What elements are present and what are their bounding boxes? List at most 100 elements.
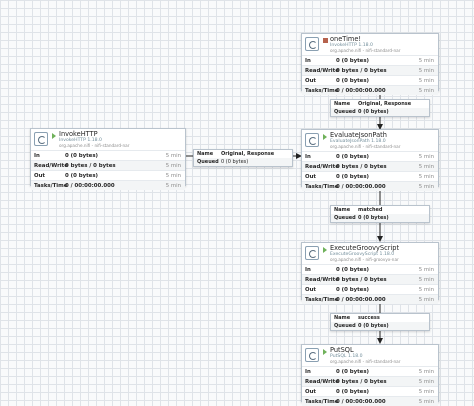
connection-queued: 0 (0 bytes) [358, 214, 389, 221]
stat-window: 5 min [418, 368, 434, 375]
stat-label: Tasks/Time [305, 183, 339, 190]
stat-value: 0 (0 bytes) [336, 173, 369, 180]
connection-name: matched [358, 206, 383, 213]
processor-header: InvokeHTTP InvokeHTTP 1.18.0 org.apache.… [31, 129, 185, 150]
stat-value: 0 (0 bytes) [336, 77, 369, 84]
stat-label: In [305, 368, 311, 375]
stat-window: 5 min [418, 87, 434, 94]
processor-onetime[interactable]: oneTime! InvokeHTTP 1.18.0 org.apache.ni… [301, 33, 439, 95]
running-state-icon [52, 133, 56, 139]
processor-icon [305, 348, 319, 362]
stat-window: 5 min [418, 183, 434, 190]
processor-bundle: org.apache.nifi - nifi-standard-nar [59, 143, 130, 148]
stat-window: 5 min [165, 162, 181, 169]
processor-header: EvaluateJsonPath EvaluateJsonPath 1.18.0… [302, 130, 438, 151]
processor-icon [305, 133, 319, 147]
stat-window: 5 min [165, 182, 181, 189]
connection-name: Original, Response [221, 150, 275, 157]
stat-label: Out [305, 286, 316, 293]
processor-type: InvokeHTTP 1.18.0 [59, 138, 102, 143]
processor-evaluatejsonpath[interactable]: EvaluateJsonPath EvaluateJsonPath 1.18.0… [301, 129, 439, 191]
stat-label: In [305, 57, 311, 64]
processor-bundle: org.apache.nifi - nifi-groovyx-nar [330, 257, 399, 262]
stat-label: Out [305, 77, 316, 84]
stat-label: Out [34, 172, 45, 179]
stopped-state-icon [323, 38, 328, 43]
processor-icon [34, 132, 48, 146]
processor-header: ExecuteGroovyScript ExecuteGroovyScript … [302, 243, 438, 264]
stat-label: Read/Write [305, 67, 339, 74]
stat-window: 5 min [418, 163, 434, 170]
stat-label: In [305, 266, 311, 273]
stat-label: Read/Write [305, 276, 339, 283]
stat-label: Tasks/Time [305, 87, 339, 94]
stat-window: 5 min [165, 152, 181, 159]
processor-header: oneTime! InvokeHTTP 1.18.0 org.apache.ni… [302, 34, 438, 55]
stat-window: 5 min [418, 57, 434, 64]
stat-label: Out [305, 388, 316, 395]
stat-value: 0 (0 bytes) [336, 368, 369, 375]
running-state-icon [323, 349, 327, 355]
processor-name: EvaluateJsonPath [330, 131, 387, 139]
processor-bundle: org.apache.nifi - nifi-standard-nar [330, 144, 401, 149]
stat-value: 0 bytes / 0 bytes [336, 67, 387, 74]
stat-value: 0 (0 bytes) [336, 153, 369, 160]
stat-value: 0 / 00:00:00.000 [65, 182, 115, 189]
stat-window: 5 min [418, 67, 434, 74]
processor-executegroovyscript[interactable]: ExecuteGroovyScript ExecuteGroovyScript … [301, 242, 439, 304]
connection-queued: 0 (0 bytes) [221, 158, 249, 165]
processor-type: PutSQL 1.18.0 [330, 354, 363, 359]
processor-invokehttp[interactable]: InvokeHTTP InvokeHTTP 1.18.0 org.apache.… [30, 128, 186, 190]
stat-value: 0 / 00:00:00.000 [336, 183, 386, 190]
processor-putsql[interactable]: PutSQL PutSQL 1.18.0 org.apache.nifi - n… [301, 344, 439, 406]
stat-value: 0 bytes / 0 bytes [336, 378, 387, 385]
stat-window: 5 min [418, 388, 434, 395]
running-state-icon [323, 134, 327, 140]
running-state-icon [323, 247, 327, 253]
stat-window: 5 min [418, 153, 434, 160]
processor-name: PutSQL [330, 346, 354, 354]
stat-label: Read/Write [34, 162, 68, 169]
stat-window: 5 min [418, 266, 434, 273]
processor-bundle: org.apache.nifi - nifi-standard-nar [330, 48, 401, 53]
stat-window: 5 min [418, 276, 434, 283]
stat-window: 5 min [418, 173, 434, 180]
stat-value: 0 (0 bytes) [65, 172, 98, 179]
stat-label: Read/Write [305, 378, 339, 385]
connection-name: success [358, 314, 380, 321]
processor-header: PutSQL PutSQL 1.18.0 org.apache.nifi - n… [302, 345, 438, 366]
stat-row-in: In 0 (0 bytes) 5 min [302, 264, 438, 274]
stat-value: 0 bytes / 0 bytes [65, 162, 116, 169]
stat-value: 0 (0 bytes) [336, 266, 369, 273]
stat-value: 0 bytes / 0 bytes [336, 163, 387, 170]
